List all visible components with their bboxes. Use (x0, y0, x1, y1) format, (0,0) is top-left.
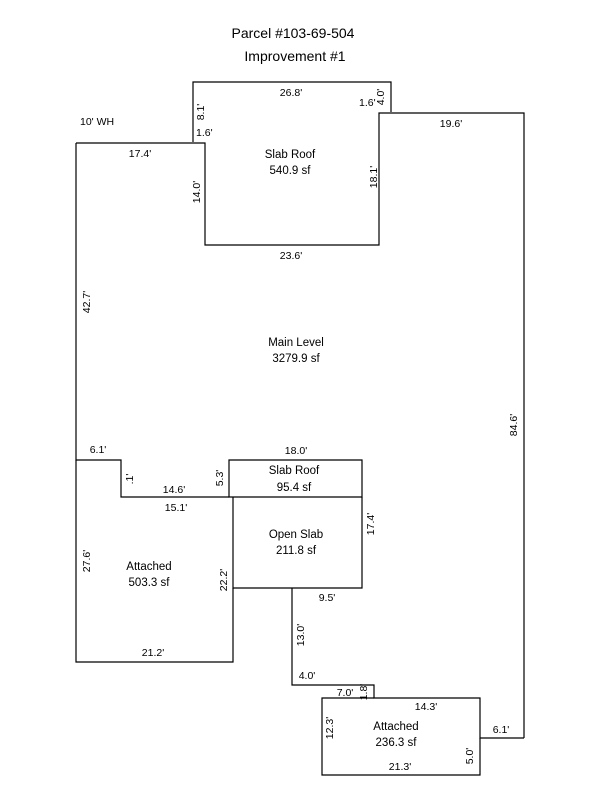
attached-bottom-outline (321, 697, 481, 776)
main-level-left-wall (75, 143, 229, 498)
dim-label: 18.1' (368, 166, 380, 188)
dim-label: 6.1' (493, 724, 510, 736)
main-level-size: 3279.9 sf (272, 353, 320, 365)
water-heater-note: 10' WH (80, 116, 114, 128)
dim-label: 18.0' (285, 445, 307, 457)
dim-label: 84.6' (508, 414, 520, 436)
dim-label: 27.6' (81, 550, 93, 572)
dim-label: 21.2' (142, 647, 164, 659)
slab-roof-top-size: 540.9 sf (270, 165, 312, 177)
dim-label: 4.0' (299, 670, 316, 682)
open-slab-label: Open Slab (269, 529, 323, 541)
attached-left-label: Attached (126, 561, 171, 573)
dim-label: 1.6' (196, 127, 213, 139)
slab-roof-top-outline (192, 81, 392, 142)
main-level-label: Main Level (268, 337, 324, 349)
dim-label: 5.0' (464, 748, 476, 765)
dim-label: 22.2' (218, 569, 230, 591)
dim-label: 5.3' (214, 470, 226, 487)
improvement-title: Improvement #1 (244, 48, 345, 64)
attached-bottom-label: Attached (373, 721, 418, 733)
dim-label: 6.1' (90, 444, 107, 456)
dim-label: 1.8' (358, 684, 370, 701)
dim-label: 14.6' (163, 484, 185, 496)
dim-label: 7.0' (337, 687, 354, 699)
attached-bottom-link-outline (291, 588, 524, 739)
open-slab-outline (232, 497, 363, 589)
dim-label: 9.5' (319, 592, 336, 604)
dim-label: 23.6' (280, 250, 302, 262)
dim-label: 13.0' (295, 624, 307, 646)
dim-label: 42.7' (81, 291, 93, 313)
dim-label: 14.3' (415, 701, 437, 713)
dim-label: 19.6' (440, 118, 462, 130)
slab-roof-top-label: Slab Roof (265, 149, 316, 161)
dim-label: 21.3' (389, 761, 411, 773)
dim-label: 12.3' (324, 717, 336, 739)
main-level-outline (76, 112, 525, 738)
slab-roof-mid-label: Slab Roof (269, 465, 320, 477)
dim-label: .1' (124, 474, 136, 485)
attached-left-outline (75, 460, 234, 663)
dim-label: 26.8' (280, 87, 302, 99)
slab-roof-mid-size: 95.4 sf (277, 482, 312, 494)
dim-label: 4.0' (375, 89, 387, 106)
parcel-title: Parcel #103-69-504 (232, 25, 355, 41)
open-slab-size: 211.8 sf (276, 545, 317, 557)
dim-label: 1.6' (359, 97, 376, 109)
dim-label: 17.4' (365, 513, 377, 535)
dim-label: 8.1' (195, 104, 207, 121)
dim-label: 14.0' (191, 181, 203, 203)
attached-bottom-size: 236.3 sf (376, 737, 418, 749)
attached-left-size: 503.3 sf (129, 577, 171, 589)
dim-label: 17.4' (129, 148, 151, 160)
dim-label: 15.1' (165, 502, 187, 514)
